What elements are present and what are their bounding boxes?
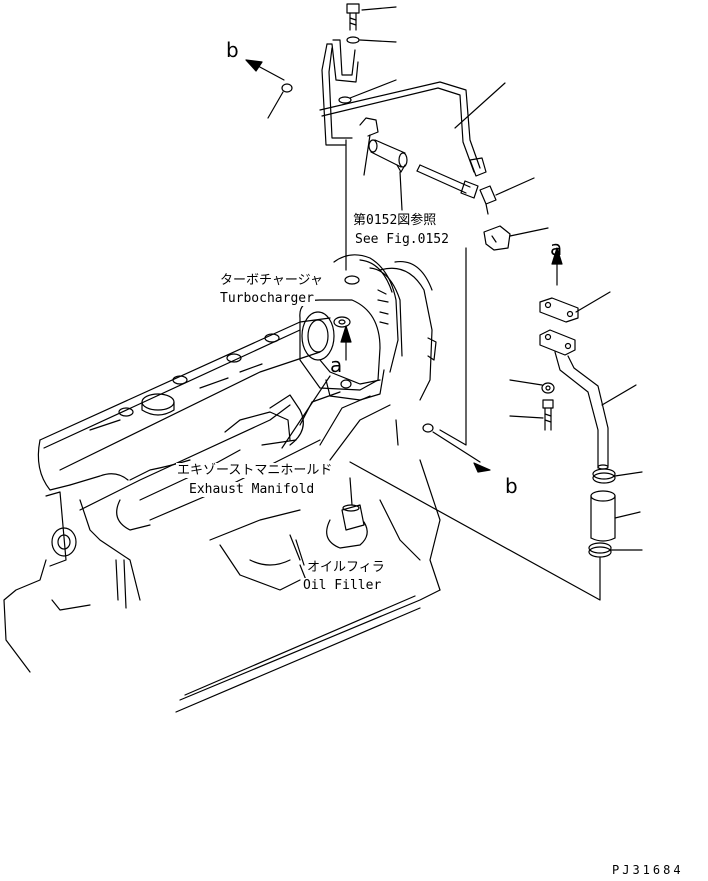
turbocharger-label-en: Turbocharger [219, 291, 315, 306]
ref-letter-a-right: a [550, 236, 563, 260]
exhaust-manifold-label-jp: エキゾーストマニホールド [176, 463, 334, 478]
oil-tube-long [319, 81, 487, 177]
bolt-right [509, 399, 554, 431]
arrow-a-right [551, 247, 563, 286]
gasket [539, 291, 611, 323]
ref-letter-b-top: b [226, 38, 239, 62]
sleeve [368, 139, 408, 211]
hose-clamp-upper [592, 468, 643, 484]
turbocharger-label-jp: ターボチャージャ [219, 273, 324, 288]
drawing-code: PJ31684 [612, 863, 684, 877]
arrow-b-bottom [473, 462, 491, 473]
elbow-connector [483, 225, 549, 251]
oil-tube-loop [321, 39, 359, 146]
ref-letter-a-center: a [330, 353, 343, 377]
exhaust-manifold-label-en: Exhaust Manifold [188, 482, 316, 497]
top-washer [346, 36, 360, 44]
long-bolt [416, 164, 479, 199]
left-washer [281, 83, 293, 93]
return-line-b [422, 247, 481, 463]
elbow-pipe [539, 329, 637, 470]
tube-clamp [359, 117, 379, 176]
arrow-a-center [340, 325, 352, 361]
ref-letter-b-bottom: b [505, 474, 518, 498]
mid-washer [338, 96, 352, 104]
engine-block [3, 254, 441, 713]
top-bolt [346, 3, 360, 31]
washer-right [509, 379, 555, 394]
hose-clamp-lower [349, 461, 643, 601]
fig-ref-label-en: See Fig.0152 [354, 232, 450, 247]
arrow-b-top [245, 59, 285, 81]
oil-filler-label-en: Oil Filler [302, 578, 383, 593]
leader-lines-top [267, 6, 506, 129]
banjo-fitting [479, 177, 535, 215]
oil-filler-label-jp: オイルフィラ [306, 560, 386, 575]
hose [590, 490, 641, 542]
fig-ref-label-jp: 第0152図参照 [352, 213, 438, 228]
